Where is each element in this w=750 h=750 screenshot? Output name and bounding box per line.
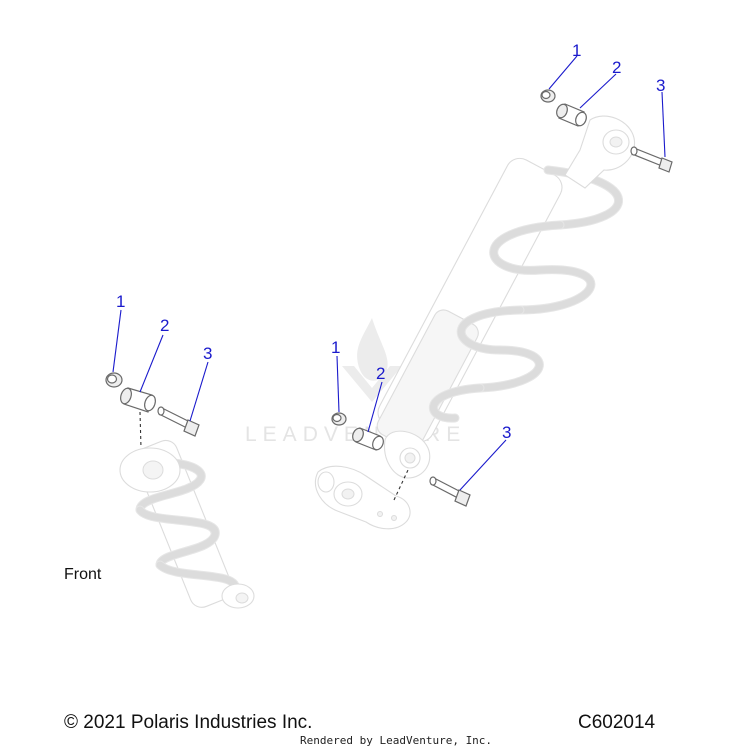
nut-icon (540, 89, 556, 103)
watermark-flame-icon (357, 318, 388, 381)
bolt-icon (157, 406, 200, 437)
mounting-bracket (314, 465, 411, 530)
callout-2-upper: 2 (612, 58, 621, 77)
bushing-icon (556, 103, 587, 127)
callout-2-left: 2 (160, 316, 169, 335)
front-label: Front (64, 566, 102, 583)
copyright-text: © 2021 Polaris Industries Inc. (64, 712, 313, 733)
watermark-v-icon (342, 366, 402, 402)
bushing-icon (352, 427, 384, 451)
upper-right-hardware: 1 2 3 (540, 41, 673, 173)
callout-3-middle: 3 (502, 423, 511, 442)
callout-1-upper: 1 (572, 41, 581, 60)
callout-2-middle: 2 (376, 364, 385, 383)
rear-shock-right (376, 115, 636, 479)
nut-icon (105, 372, 123, 388)
nut-icon (331, 412, 347, 426)
figure-code: C602014 (578, 712, 656, 733)
callout-1-middle: 1 (331, 338, 340, 357)
front-shock-left (119, 439, 255, 609)
left-hardware: 1 2 3 (105, 292, 212, 449)
bolt-icon (429, 476, 471, 507)
bushing-icon (120, 387, 156, 413)
callout-3-upper: 3 (656, 76, 665, 95)
callout-3-left: 3 (203, 344, 212, 363)
callout-1-left: 1 (116, 292, 125, 311)
lower-middle-hardware: 1 2 3 (331, 338, 511, 507)
bolt-icon (630, 146, 673, 173)
rendered-by-text: Rendered by LeadVenture, Inc. (300, 734, 493, 747)
